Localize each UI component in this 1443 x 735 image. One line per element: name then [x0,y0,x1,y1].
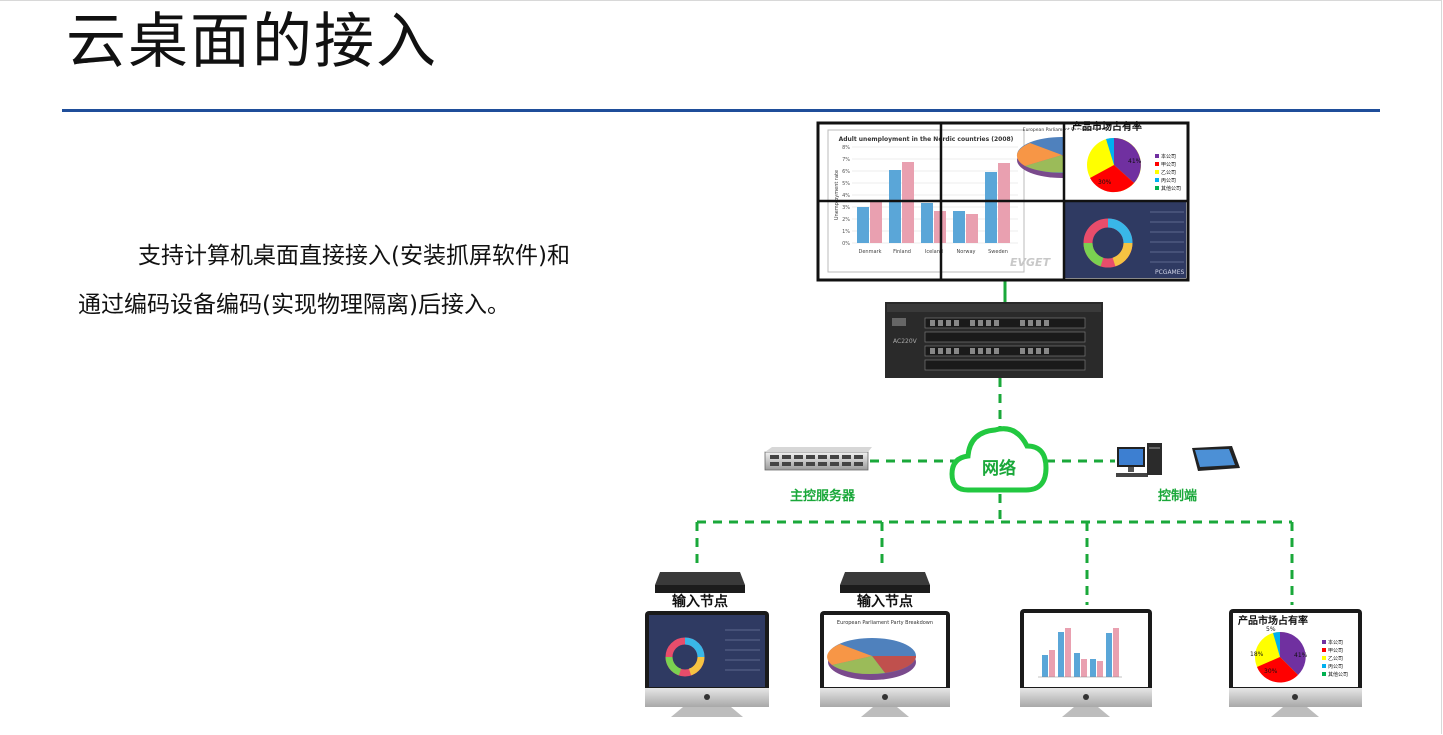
svg-text:30%: 30% [1264,668,1278,675]
share-label: 41% [1128,158,1142,165]
network-cloud-icon [949,426,1049,493]
brand-watermark: PCGAMES [1155,269,1185,276]
y-tick: 8% [842,145,850,151]
y-tick: 0% [842,241,850,247]
svg-text:其他公司: 其他公司 [1161,185,1181,192]
monitor: 产品市场占有率 41% 30% 18% 5% 本公司 甲公司 乙公司 丙公司 其… [1229,609,1362,717]
watermark: EVGET [1010,256,1052,269]
control-label: 控制端 [1158,489,1198,504]
matrix-switch: AC220V [885,302,1103,378]
encoder-box-icon [655,572,745,593]
page-title: 云桌面的接入 [66,7,438,77]
input-node-label: 输入节点 [857,594,913,610]
x-tick: Finland [893,249,911,255]
svg-text:甲公司: 甲公司 [1161,162,1176,168]
server-label: 主控服务器 [790,489,856,504]
y-tick: 3% [842,205,850,211]
svg-text:本公司: 本公司 [1161,153,1176,160]
monitor [645,611,769,717]
desktop-pc-icon [1116,443,1162,477]
network-label: 网络 [982,459,1016,479]
y-tick: 5% [842,181,850,187]
bar-series-b [870,162,1010,243]
y-tick: 2% [842,217,850,223]
y-axis-label: Unemployment rate [834,170,840,220]
tablet-icon [1192,446,1240,471]
wall-legend: 本公司 甲公司 乙公司 丙公司 其他公司 [1155,153,1181,192]
svg-text:乙公司: 乙公司 [1328,655,1343,662]
svg-text:18%: 18% [1250,651,1264,658]
svg-text:本公司: 本公司 [1328,639,1343,646]
y-tick: 7% [842,157,850,163]
svg-text:乙公司: 乙公司 [1161,169,1176,176]
svg-text:甲公司: 甲公司 [1328,648,1343,654]
y-tick: 4% [842,193,850,199]
y-tick: 1% [842,229,850,235]
x-tick: Sweden [988,249,1008,255]
input-node-label: 输入节点 [672,594,728,610]
wall-donut [1083,218,1133,268]
monitor: European Parliament Party Breakdown [820,611,950,717]
video-wall: Adult unemployment in the Nordic countri… [816,120,1190,282]
bar-chart-title: Adult unemployment in the Nordic countri… [839,136,1014,143]
x-tick: Norway [957,249,976,255]
x-tick: Denmark [859,249,882,255]
bar-series-a [857,170,997,243]
market-share-title: 产品市场占有率 [1072,120,1142,133]
encoder-box-icon [840,572,930,593]
monitor [1020,609,1152,717]
y-tick: 6% [842,169,850,175]
svg-text:AC220V: AC220V [893,338,918,345]
svg-text:5%: 5% [1266,626,1276,633]
svg-text:European Parliament Party Brea: European Parliament Party Breakdown [837,620,933,626]
title-underline [62,109,1380,112]
share-label: 30% [1098,179,1112,186]
network-links [695,378,1294,605]
svg-text:丙公司: 丙公司 [1328,664,1343,670]
body-paragraph: 支持计算机桌面直接接入(安装抓屏软件)和通过编码设备编码(实现物理隔离)后接入。 [78,243,570,318]
server-icon [764,447,872,471]
svg-text:丙公司: 丙公司 [1161,178,1176,184]
svg-text:其他公司: 其他公司 [1328,671,1348,678]
svg-text:产品市场占有率: 产品市场占有率 [1238,614,1308,627]
svg-text:41%: 41% [1294,652,1308,659]
market-share-pie: 41% 30% [1087,137,1142,193]
x-tick: Iceland [925,249,943,255]
